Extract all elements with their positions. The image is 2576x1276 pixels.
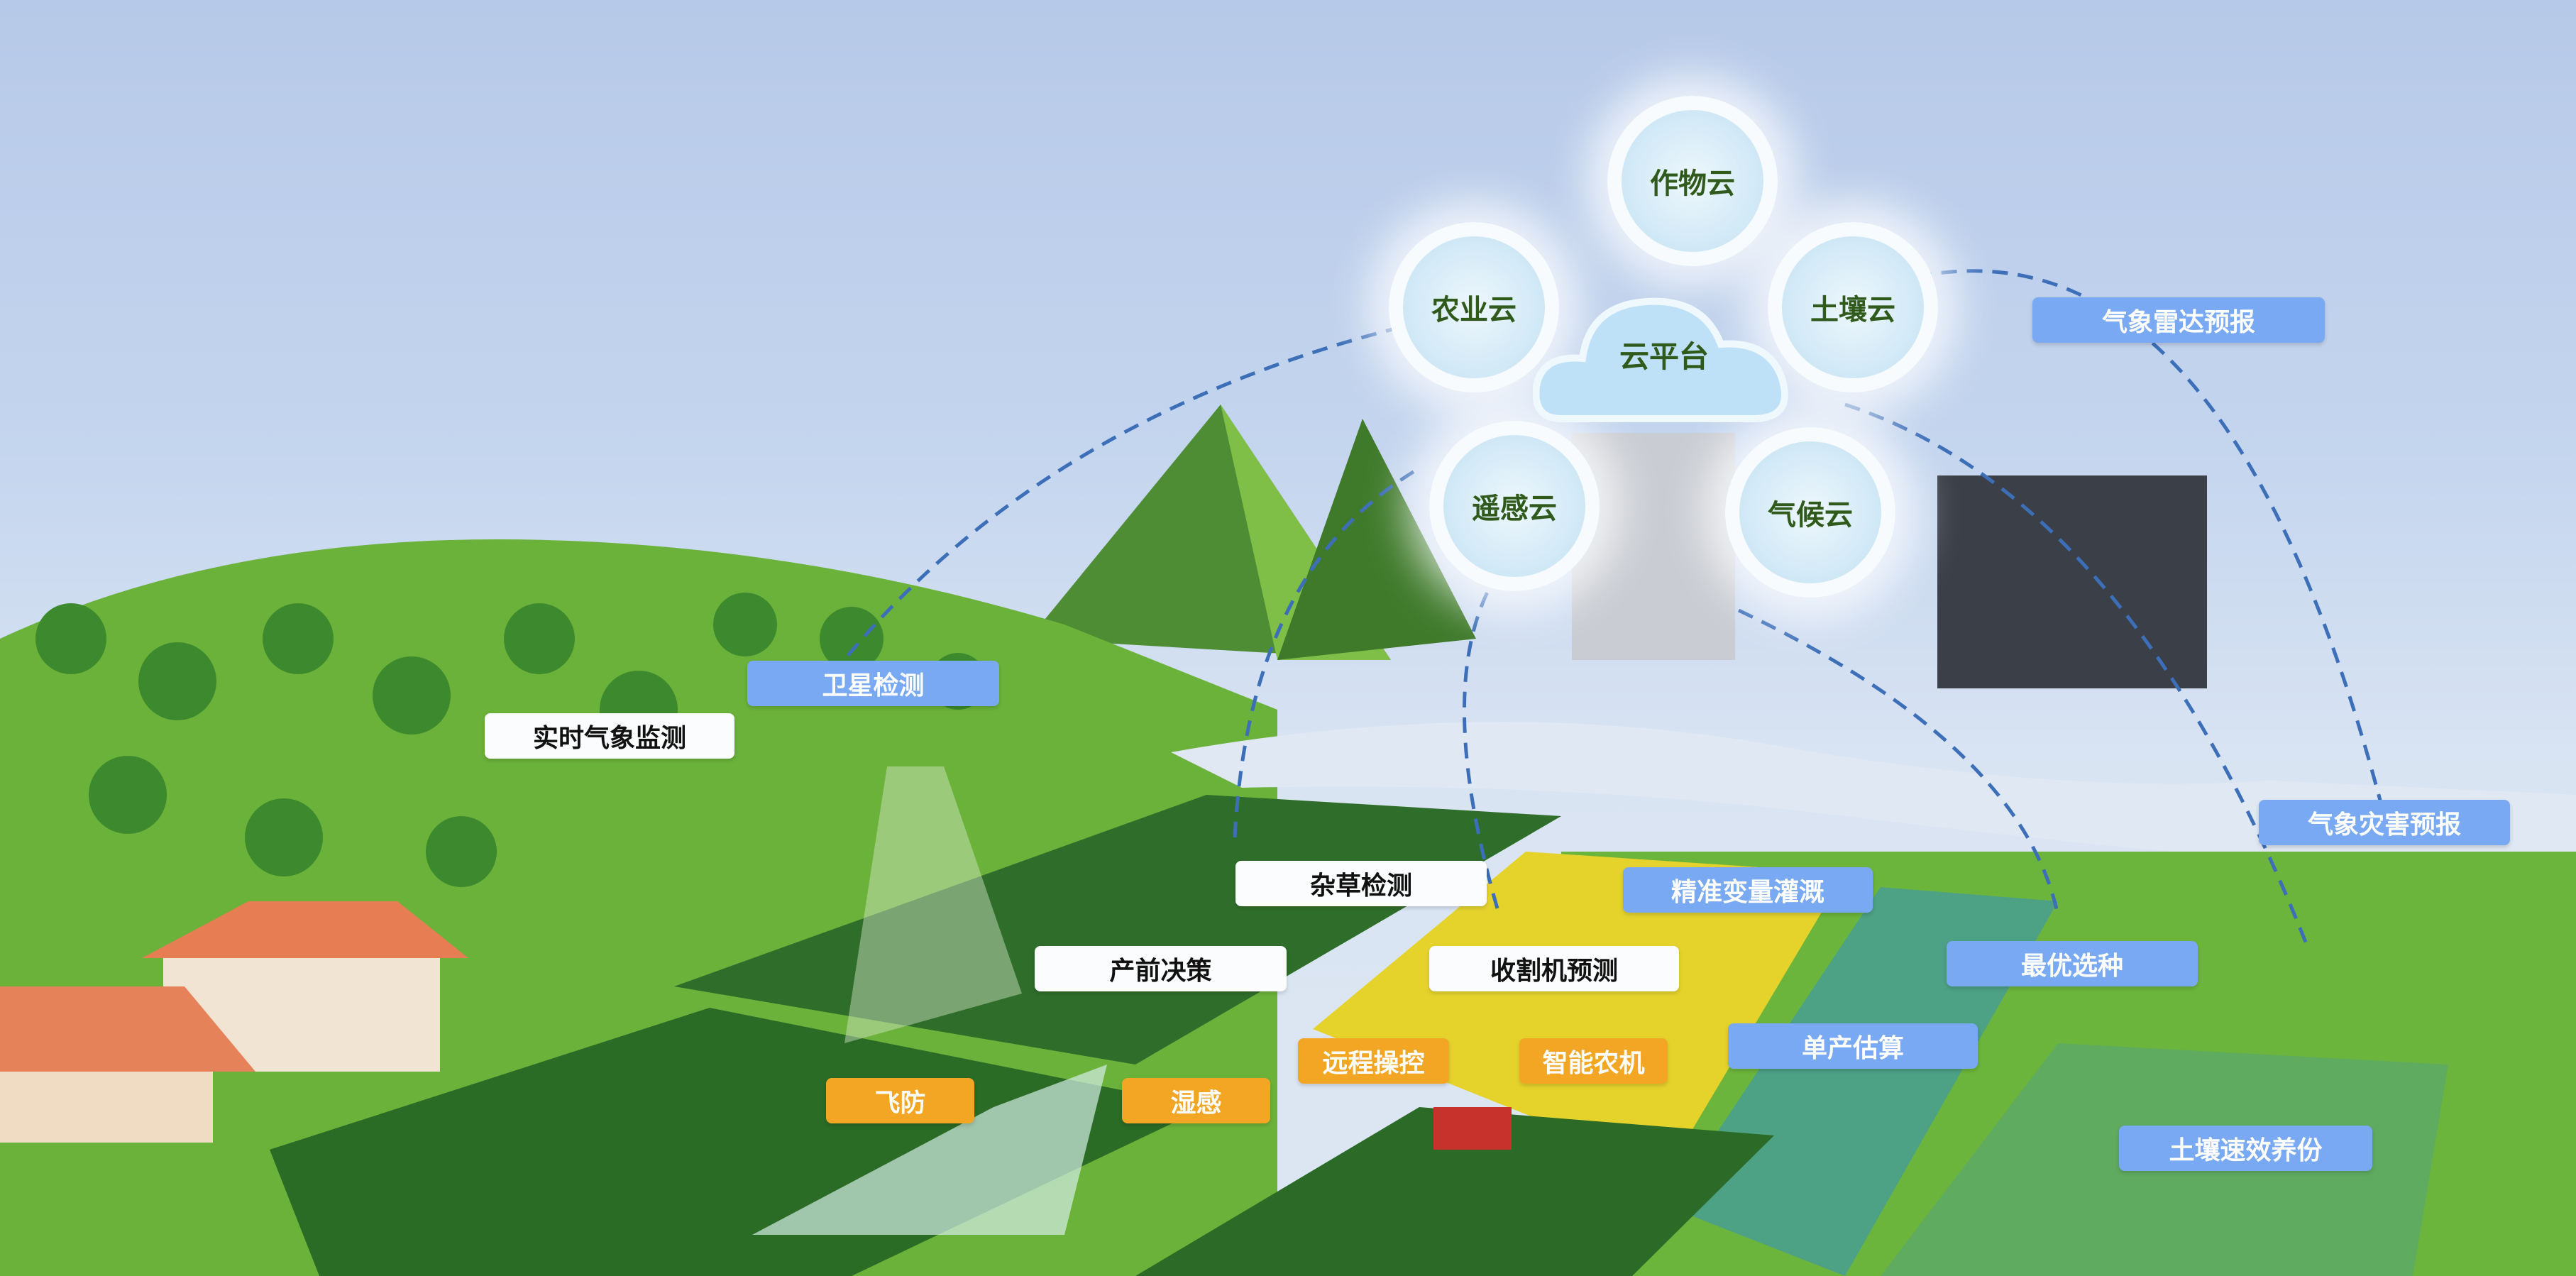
house-roof: [0, 986, 255, 1072]
river: [1171, 722, 2576, 887]
label-yield-estimate[interactable]: 单产估算: [1728, 1023, 1978, 1069]
node-label: 作物云: [1650, 167, 1735, 200]
node-label: 遥感云: [1472, 493, 1557, 525]
cloud-platform[interactable]: 云平台: [1533, 284, 1795, 426]
label-harvester-prediction[interactable]: 收割机预测: [1429, 946, 1679, 991]
tractor: [1433, 1107, 1512, 1150]
data-flow-arcs: [815, 269, 2394, 945]
crop-field: [1135, 1107, 1774, 1276]
cloud-icon: [1533, 297, 1788, 422]
crop-cloud-node[interactable]: 作物云: [1607, 96, 1778, 266]
label-precision-irrigation[interactable]: 精准变量灌溉: [1623, 867, 1873, 913]
label-soil-nutrients[interactable]: 土壤速效养份: [2119, 1126, 2372, 1171]
label-pre-production-decision[interactable]: 产前决策: [1035, 946, 1287, 991]
node-label: 土壤云: [1810, 294, 1895, 326]
label-remote-control[interactable]: 远程操控: [1298, 1038, 1449, 1084]
cloud-platform-label: 云平台: [1619, 339, 1709, 374]
remote-sensing-cloud-node[interactable]: 遥感云: [1429, 421, 1600, 591]
label-weather-monitoring[interactable]: 实时气象监测: [485, 713, 734, 759]
house-roof: [142, 901, 468, 958]
label-optimal-seed[interactable]: 最优选种: [1947, 941, 2198, 986]
label-moisture-sensing[interactable]: 湿感: [1122, 1078, 1270, 1123]
drone-spray: [752, 1065, 1107, 1235]
heatmap-field: [1313, 852, 1845, 1171]
office-building: [1937, 475, 2207, 688]
climate-cloud-node[interactable]: 气候云: [1725, 427, 1895, 598]
label-disaster-forecast[interactable]: 气象灾害预报: [2259, 800, 2510, 845]
node-label: 农业云: [1431, 294, 1517, 326]
label-satellite-detection[interactable]: 卫星检测: [747, 661, 999, 706]
label-smart-machinery[interactable]: 智能农机: [1519, 1038, 1668, 1084]
node-label: 气候云: [1768, 499, 1853, 532]
mountain: [1277, 419, 1476, 660]
label-weed-detection[interactable]: 杂草检测: [1235, 861, 1487, 906]
label-radar-forecast[interactable]: 气象雷达预报: [2032, 297, 2325, 343]
label-drone-spray[interactable]: 飞防: [826, 1078, 974, 1123]
tower-building: [1572, 433, 1735, 660]
satellite-scan: [844, 766, 1022, 1043]
